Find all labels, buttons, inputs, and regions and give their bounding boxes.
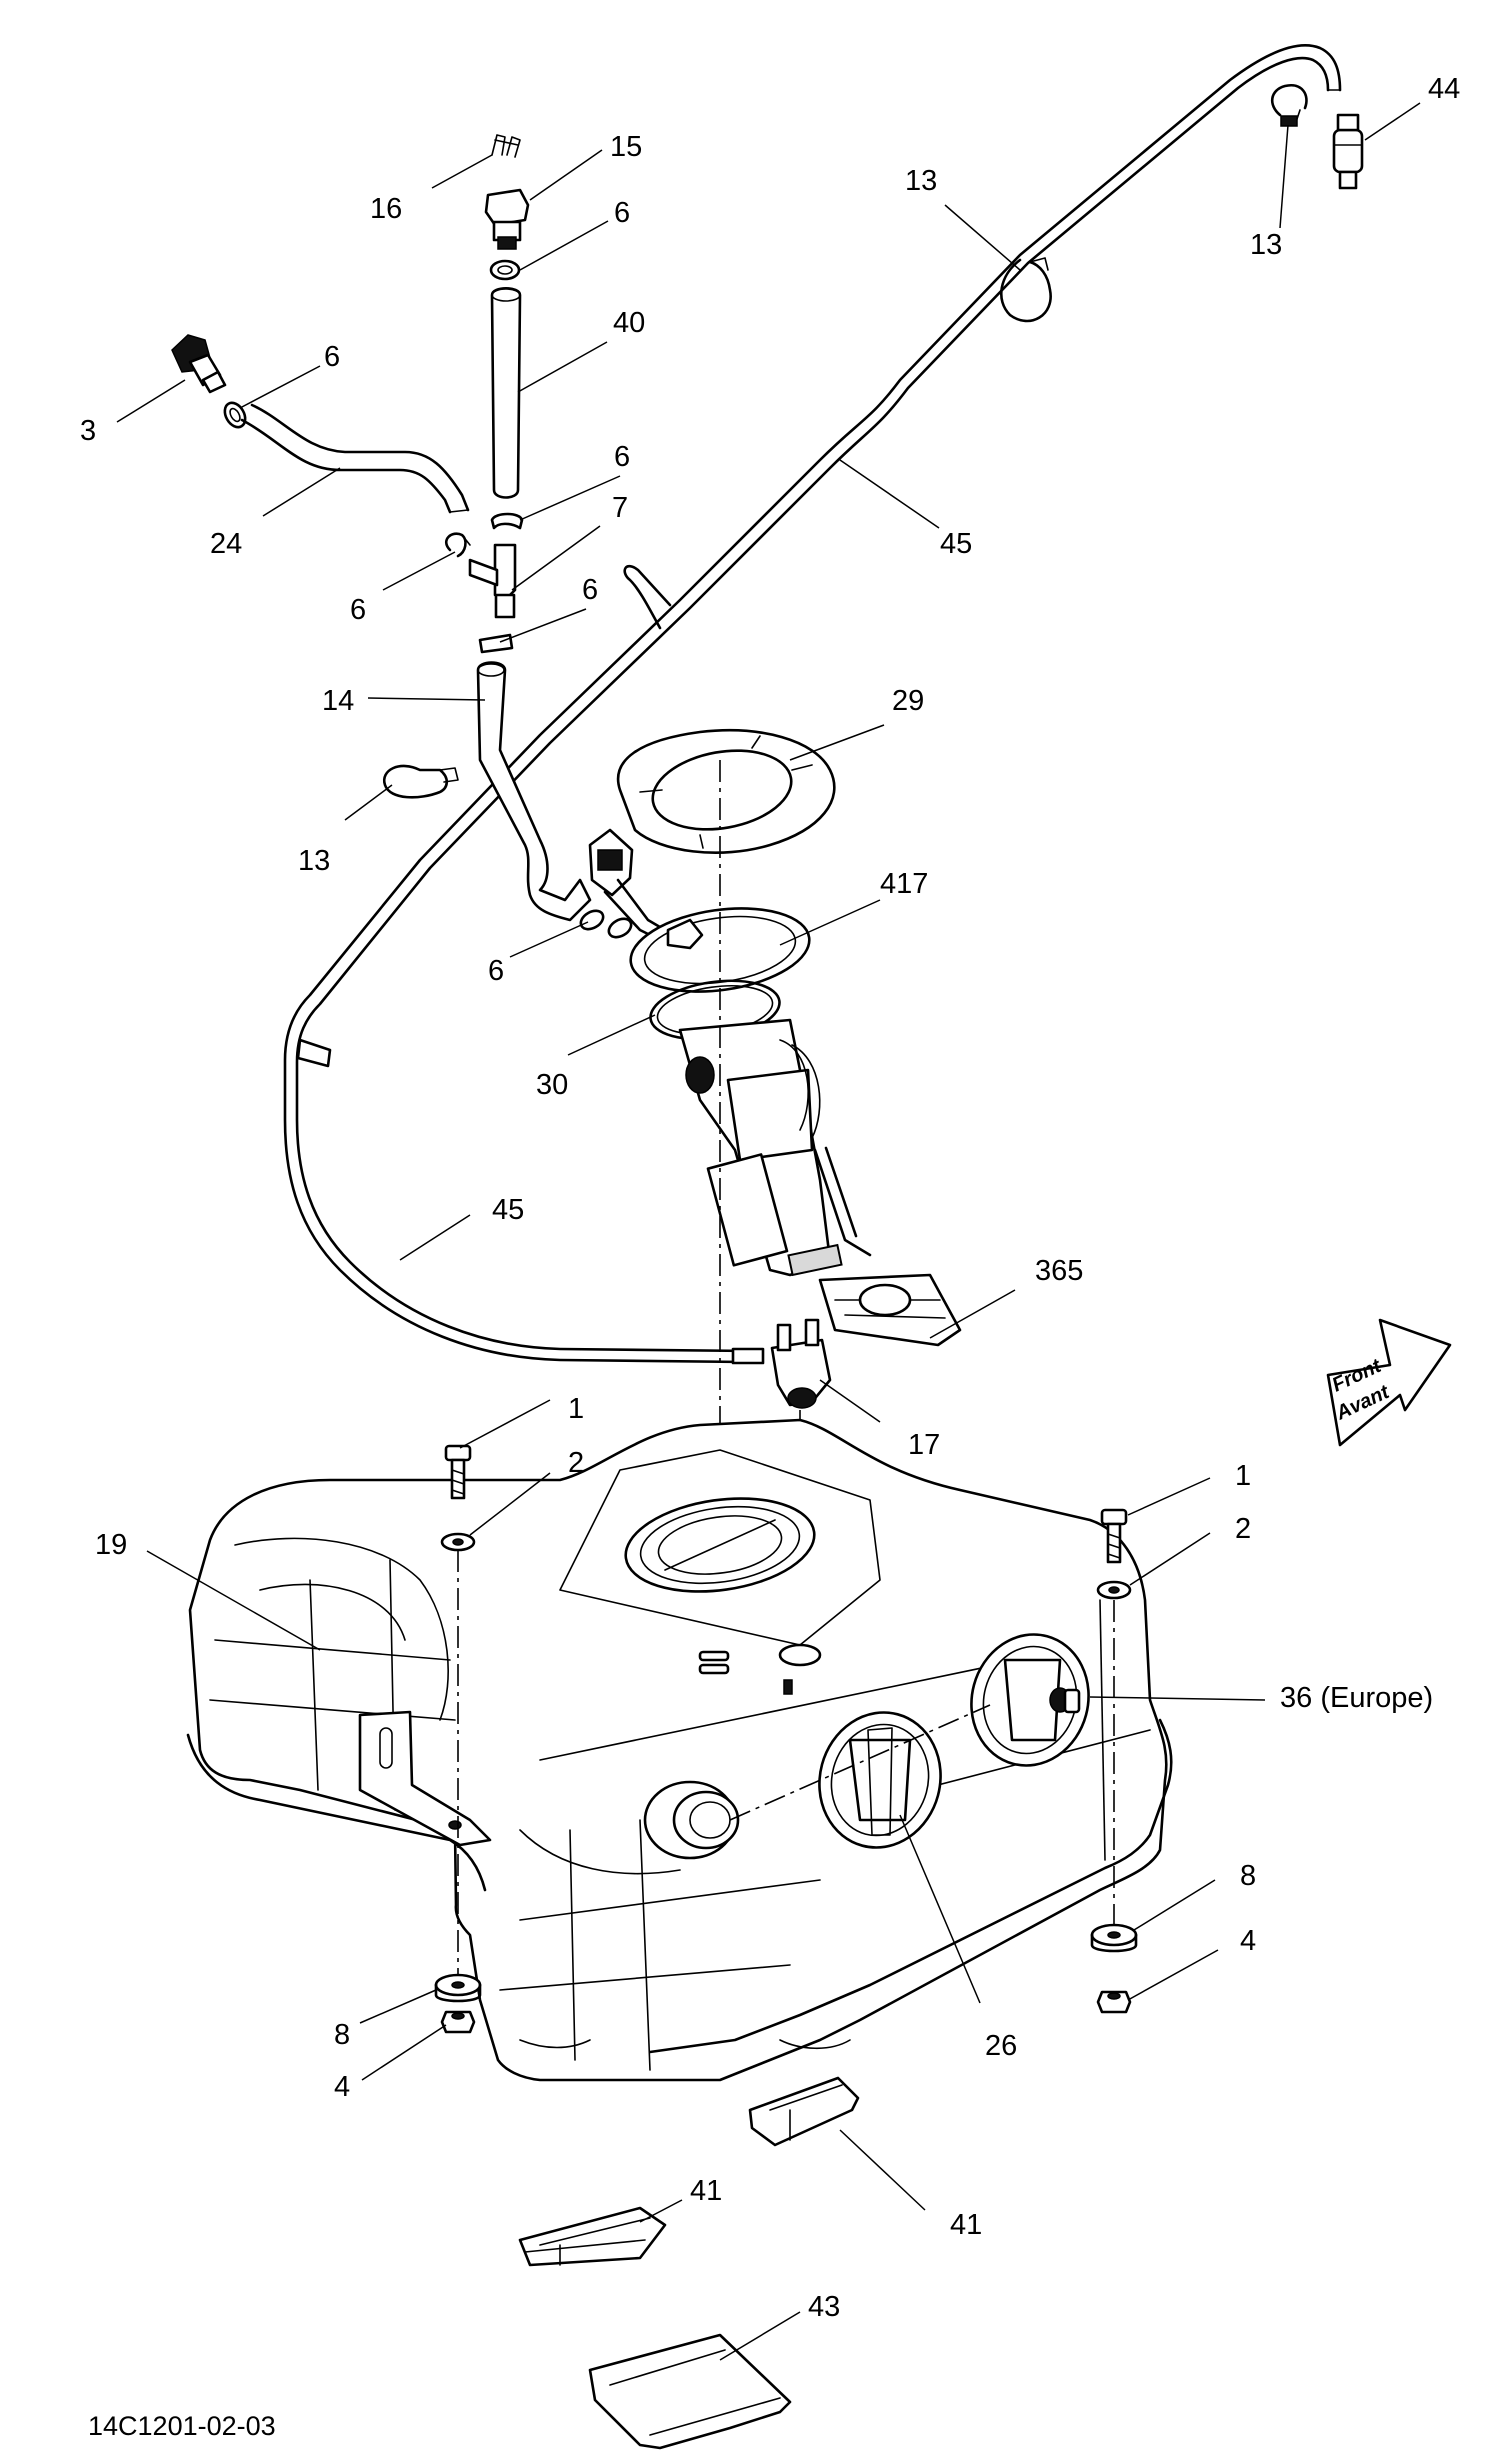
callout-45: 45 (492, 1194, 524, 1226)
sensor-17 (770, 1318, 832, 1409)
callout-29: 29 (892, 685, 924, 717)
clamp-6-top (489, 259, 521, 281)
callout-4: 4 (1240, 1925, 1256, 1957)
fuel-tank-19 (186, 1418, 1173, 2082)
callout-40: 40 (613, 307, 645, 339)
bolt-1-left (444, 1444, 472, 1500)
callout-6: 6 (614, 197, 630, 229)
callout-15: 15 (610, 131, 642, 163)
callout-41: 41 (950, 2209, 982, 2241)
callout-41: 41 (690, 2175, 722, 2207)
clamp-6-bottom (579, 909, 633, 939)
clip-16 (491, 134, 521, 158)
leader-lines (116, 102, 1421, 2361)
washer-2-left (440, 1532, 476, 1552)
callout-44: 44 (1428, 73, 1460, 105)
callout-1: 1 (568, 1393, 584, 1425)
callout-13: 13 (905, 165, 937, 197)
callout-6: 6 (350, 594, 366, 626)
washer-2-right (1096, 1580, 1132, 1600)
callout-2: 2 (568, 1447, 584, 1479)
hose-40 (490, 286, 522, 499)
callout-24: 24 (210, 528, 242, 560)
callout-labels: 44 15 16 6 13 13 40 6 3 6 7 24 45 6 6 14… (80, 73, 1460, 2323)
front-direction-badge: Front Avant (1326, 1318, 1452, 1447)
callout-30: 30 (536, 1069, 568, 1101)
protector-43 (588, 2333, 792, 2450)
drawing-reference-number: 14C1201-02-03 (88, 2411, 276, 2441)
fuel-cap-26 (818, 1711, 942, 1849)
callout-3: 3 (80, 415, 96, 447)
hose-14 (476, 661, 592, 922)
lock-ring-29 (616, 729, 836, 854)
callout-8: 8 (334, 2019, 350, 2051)
clamp-13-upper (1000, 257, 1052, 323)
callout-8: 8 (1240, 1860, 1256, 1892)
callout-2: 2 (1235, 1513, 1251, 1545)
callout-417: 417 (880, 868, 928, 900)
callout-17: 17 (908, 1429, 940, 1461)
nut-4-right (1096, 1990, 1132, 2014)
locking-cap-36 (970, 1633, 1090, 1767)
clamp-13-left (382, 764, 459, 799)
callout-6: 6 (324, 341, 340, 373)
pad-8-left (434, 1973, 482, 2003)
callout-6: 6 (488, 955, 504, 987)
callout-6: 6 (614, 441, 630, 473)
vent-valve-3 (171, 334, 227, 394)
callout-19: 19 (95, 1529, 127, 1561)
clamp-6-valve (223, 401, 247, 429)
callout-7: 7 (612, 492, 628, 524)
bolt-1-right (1100, 1508, 1128, 1564)
protector-41-right (748, 2076, 860, 2147)
callout-13: 13 (1250, 229, 1282, 261)
callout-6: 6 (582, 574, 598, 606)
fuel-pump-module-365 (678, 1018, 962, 1347)
callout-13: 13 (298, 845, 330, 877)
cap-axis (729, 1704, 991, 1821)
callout-16: 16 (370, 193, 402, 225)
inline-filter-44 (1332, 113, 1364, 190)
pad-8-right (1090, 1923, 1138, 1953)
callout-1: 1 (1235, 1460, 1251, 1492)
tee-fitting-7 (468, 543, 517, 619)
nut-4-left (440, 2010, 476, 2034)
callout-4: 4 (334, 2071, 350, 2103)
clamp-6-mid (490, 512, 524, 530)
fuel-line-45 (283, 44, 1342, 1365)
callout-43: 43 (808, 2291, 840, 2323)
connector-15 (484, 188, 530, 250)
callout-14: 14 (322, 685, 354, 717)
hose-24 (240, 403, 470, 514)
protector-41-left (518, 2206, 667, 2267)
clamp-6-lower (478, 633, 514, 654)
clamp-6-left (444, 532, 471, 558)
callout-26: 26 (985, 2030, 1017, 2062)
clamp-13-top-right (1271, 83, 1308, 127)
callout-36-europe: 36 (Europe) (1280, 1682, 1433, 1714)
callout-365: 365 (1035, 1255, 1083, 1287)
callout-45: 45 (940, 528, 972, 560)
